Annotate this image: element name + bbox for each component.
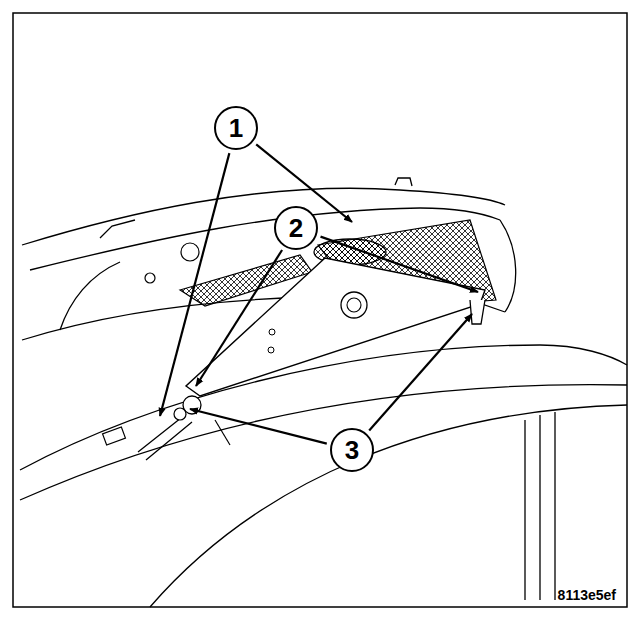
frame: [13, 13, 627, 607]
washer-hose: [138, 414, 192, 460]
callout-number: 2: [274, 206, 318, 250]
retaining-clip: [470, 300, 485, 324]
callout-number: 3: [330, 428, 374, 472]
leader-arrow: [196, 250, 282, 386]
leader-arrow: [321, 237, 478, 292]
callout-number: 1: [214, 106, 258, 150]
leader-arrow: [160, 153, 229, 416]
figure-id: 8113e5ef: [556, 587, 618, 603]
leader-arrow: [190, 409, 327, 444]
leader-arrow: [369, 314, 472, 431]
body-outline: [20, 178, 627, 607]
